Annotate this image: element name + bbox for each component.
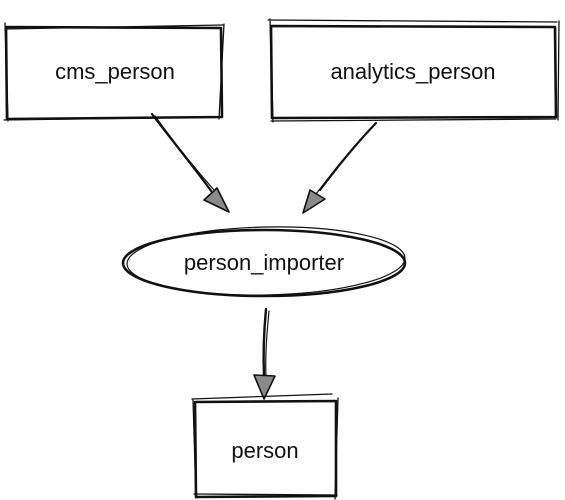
edge-analytics-to-importer [302,121,378,214]
node-analytics-person: analytics_person [267,18,560,123]
node-cms-person: cms_person [3,22,225,122]
node-analytics-person-label: analytics_person [330,59,495,84]
arrowhead-analytics-to-importer [302,189,326,214]
node-person: person [191,393,339,500]
node-person-border [191,393,339,500]
arrowhead-importer-to-person [253,374,276,400]
arrowhead-cms-to-importer [203,187,230,213]
edge-cms-to-importer [150,112,230,213]
node-analytics-person-border [267,18,560,123]
node-person-importer-border [121,226,407,298]
node-person-label: person [231,438,298,463]
node-person-importer: person_importer [121,226,407,298]
node-cms-person-border [3,22,225,122]
edge-importer-to-person [253,307,276,400]
node-person-importer-label: person_importer [184,250,344,275]
node-cms-person-label: cms_person [55,59,175,84]
